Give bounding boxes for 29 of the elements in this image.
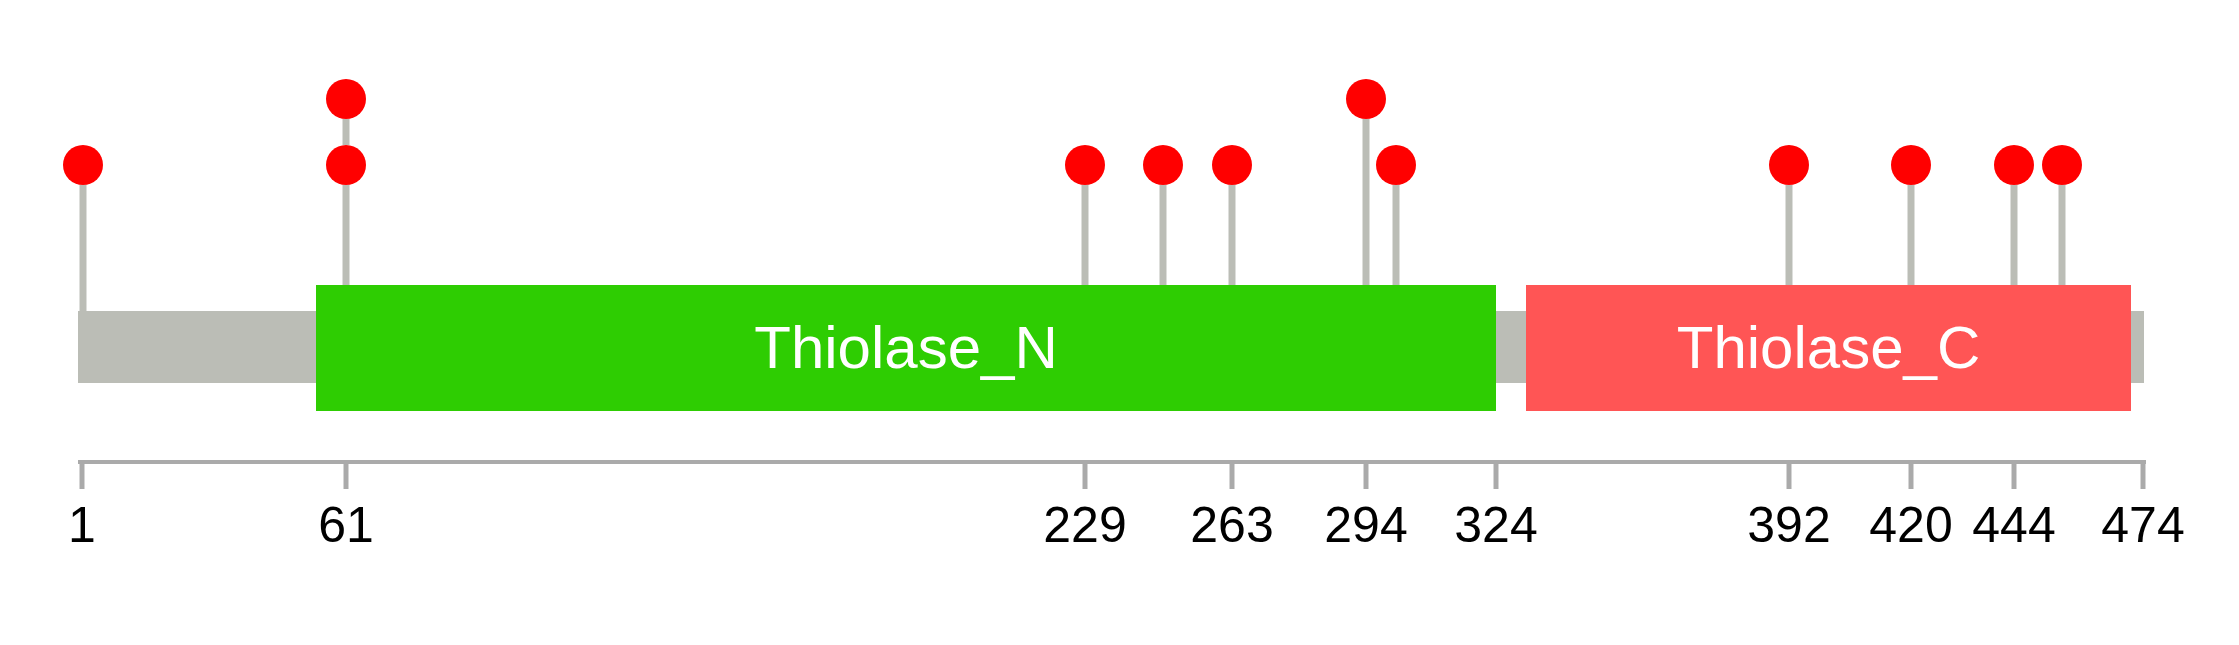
lollipop-stem bbox=[2058, 185, 2066, 285]
lollipop-stem bbox=[2010, 185, 2018, 285]
lollipop-stem bbox=[1228, 185, 1236, 285]
lollipop-stem bbox=[1081, 185, 1089, 285]
tick-label: 444 bbox=[1971, 499, 2057, 551]
domain-label: Thiolase_N bbox=[754, 318, 1058, 378]
domain-bar bbox=[316, 285, 1496, 411]
domain-label: Thiolase_C bbox=[1676, 318, 1981, 378]
tick-label: 324 bbox=[1453, 499, 1539, 551]
lollipop-stem bbox=[1392, 185, 1400, 285]
protein-backbone-bar bbox=[78, 311, 316, 383]
protein-backbone-bar bbox=[2131, 311, 2144, 383]
lollipop-stem bbox=[1159, 185, 1167, 285]
tick-label: 474 bbox=[2100, 499, 2186, 551]
tick-label: 263 bbox=[1189, 499, 1275, 551]
lollipop-stem bbox=[342, 119, 350, 145]
domain-bar bbox=[1526, 285, 2131, 411]
tick-label: 229 bbox=[1042, 499, 1128, 551]
tick-label: 61 bbox=[317, 499, 375, 551]
lollipop-stem bbox=[1785, 185, 1793, 285]
tick-label: 294 bbox=[1323, 499, 1409, 551]
lollipop-stem bbox=[1362, 119, 1370, 285]
tick-label: 1 bbox=[67, 499, 97, 551]
lollipop-stem bbox=[342, 185, 350, 285]
tick-label: 420 bbox=[1868, 499, 1954, 551]
lollipop-stem bbox=[79, 185, 87, 311]
tick-label: 392 bbox=[1746, 499, 1832, 551]
protein-backbone-bar bbox=[1496, 311, 1526, 383]
lollipop-stem bbox=[1907, 185, 1915, 285]
